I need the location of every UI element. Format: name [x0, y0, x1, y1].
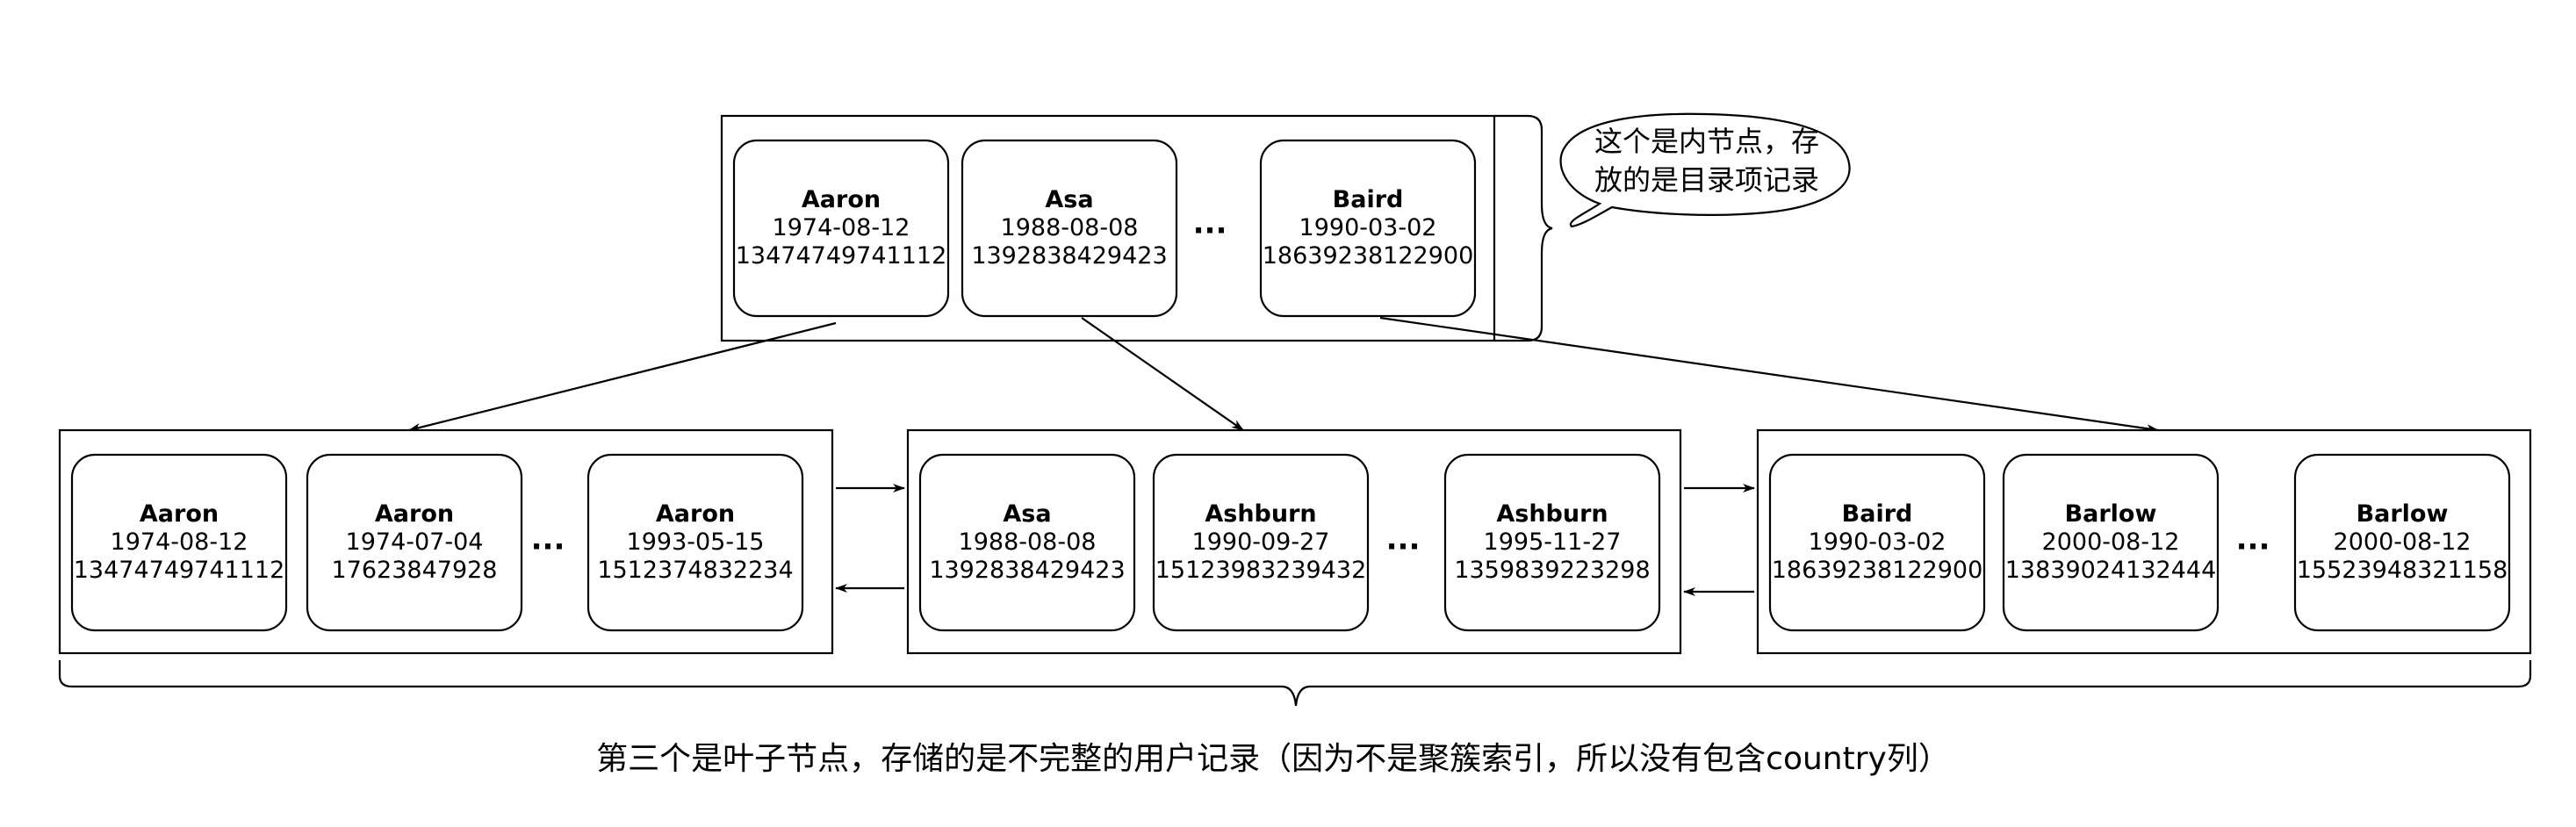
callout-line-2: 放的是目录项记录 — [1594, 163, 1819, 197]
leaf-record: Aaron 1974-07-04 17623847928 — [306, 453, 523, 632]
leaf-record: Ashburn 1990-09-27 15123983239432 — [1152, 453, 1370, 632]
leaf-record: Baird 1990-03-02 18639238122900 — [1768, 453, 1986, 632]
ellipsis: ··· — [2236, 529, 2270, 565]
record-date: 1988-08-08 — [959, 529, 1097, 556]
pointer-arrow-baird — [1379, 316, 2159, 434]
record-phone: 13839024132444 — [2005, 557, 2217, 584]
record-name: Ashburn — [1496, 500, 1608, 528]
record-phone: 15123983239432 — [1155, 557, 1367, 584]
record-phone: 1359839223298 — [1454, 557, 1650, 584]
internal-node-callout: 这个是内节点，存 放的是目录项记录 — [1559, 112, 1851, 228]
record-phone: 1392838429423 — [929, 557, 1125, 584]
leaf-record: Aaron 1993-05-15 1512374832234 — [586, 453, 804, 632]
record-date: 2000-08-12 — [2042, 529, 2180, 556]
record-phone: 13474749741112 — [74, 557, 285, 584]
callout-line-1: 这个是内节点，存 — [1594, 125, 1819, 158]
leaf-record: Asa 1988-08-08 1392838429423 — [918, 453, 1136, 632]
record-date: 1993-05-15 — [627, 529, 765, 556]
record-name: Barlow — [2357, 500, 2449, 528]
leaf-node-1: Aaron 1974-08-12 13474749741112 Aaron 19… — [58, 428, 834, 655]
leaf-node-3: Baird 1990-03-02 18639238122900 Barlow 2… — [1756, 428, 2532, 655]
record-date: 1990-03-02 — [1809, 529, 1946, 556]
record-date: 1974-07-04 — [346, 529, 484, 556]
record-name: Asa — [1045, 186, 1093, 213]
ellipsis: ··· — [531, 529, 565, 565]
record-date: 1990-09-27 — [1192, 529, 1330, 556]
record-date: 1995-11-27 — [1484, 529, 1622, 556]
record-phone: 17623847928 — [332, 557, 498, 584]
record-name: Asa — [1003, 500, 1051, 528]
record-name: Aaron — [802, 186, 881, 213]
record-phone: 13474749741112 — [736, 242, 947, 270]
leaf-record: Aaron 1974-08-12 13474749741112 — [70, 453, 288, 632]
pointer-arrow-aaron — [408, 321, 837, 432]
leaf-record: Ashburn 1995-11-27 1359839223298 — [1443, 453, 1661, 632]
record-date: 1988-08-08 — [1001, 214, 1139, 241]
record-name: Baird — [1842, 500, 1913, 528]
leaf-level-caption: 第三个是叶子节点，存储的是不完整的用户记录（因为不是聚簇索引，所以没有包含cou… — [596, 741, 1950, 777]
record-date: 2000-08-12 — [2334, 529, 2472, 556]
ellipsis: ··· — [1386, 529, 1421, 565]
internal-record-baird: Baird 1990-03-02 18639238122900 — [1259, 139, 1477, 318]
record-phone: 1512374832234 — [597, 557, 793, 584]
leaf-node-2: Asa 1988-08-08 1392838429423 Ashburn 199… — [906, 428, 1682, 655]
record-name: Aaron — [375, 500, 454, 528]
internal-record-asa: Asa 1988-08-08 1392838429423 — [961, 139, 1178, 318]
internal-node: Aaron 1974-08-12 13474749741112 Asa 1988… — [720, 114, 1496, 342]
record-phone: 15523948321158 — [2297, 557, 2508, 584]
record-date: 1990-03-02 — [1299, 214, 1437, 241]
ellipsis: ··· — [1193, 213, 1227, 248]
leaf-record: Barlow 2000-08-12 13839024132444 — [2002, 453, 2220, 632]
record-name: Ashburn — [1205, 500, 1316, 528]
record-phone: 18639238122900 — [1263, 242, 1474, 270]
record-phone: 1392838429423 — [971, 242, 1167, 270]
leaf-record: Barlow 2000-08-12 15523948321158 — [2293, 453, 2511, 632]
record-name: Baird — [1333, 186, 1404, 213]
record-name: Aaron — [140, 500, 219, 528]
leaf-level-brace — [58, 660, 2532, 707]
record-name: Aaron — [656, 500, 735, 528]
record-name: Barlow — [2065, 500, 2157, 528]
record-phone: 18639238122900 — [1772, 557, 1983, 584]
record-date: 1974-08-12 — [111, 529, 248, 556]
record-date: 1974-08-12 — [773, 214, 910, 241]
internal-record-aaron: Aaron 1974-08-12 13474749741112 — [732, 139, 950, 318]
pointer-arrow-asa — [1081, 317, 1244, 431]
internal-node-bracket — [1494, 114, 1553, 342]
